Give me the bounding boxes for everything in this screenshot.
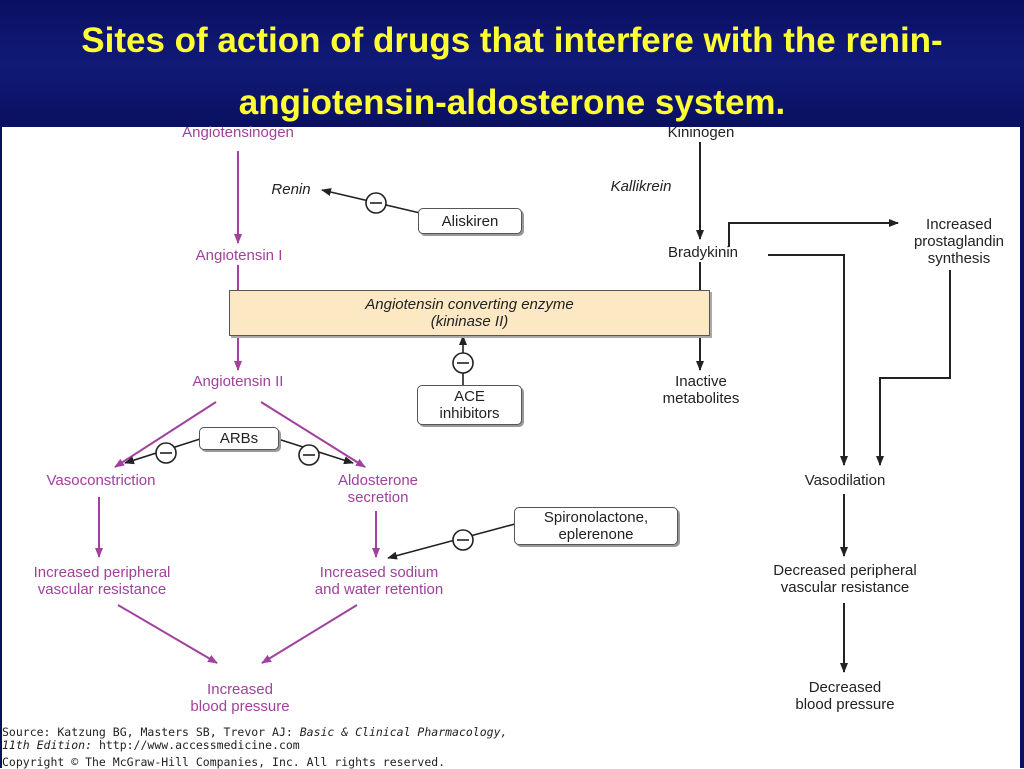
angiotensin-i-label: Angiotensin I xyxy=(195,247,283,264)
prostaglandin-label: Increased prostaglandin synthesis xyxy=(914,216,1004,267)
inhibit-spironolactone xyxy=(387,523,516,560)
incr-sodium-label: Increased sodium and water retention xyxy=(315,564,443,598)
incr-sodium-line1: Increased sodium xyxy=(319,564,439,581)
title-band xyxy=(0,0,1024,127)
kininogen-label: Kininogen xyxy=(667,124,735,141)
aldosterone-line1: Aldosterone xyxy=(337,472,419,489)
source-edition: 11th Edition: xyxy=(2,738,93,752)
spironolactone-line1: Spironolactone, xyxy=(543,509,649,526)
raas-diagram: Angiotensinogen Renin Aliskiren Angioten… xyxy=(0,124,1024,769)
source-line1: Source: Katzung BG, Masters SB, Trevor A… xyxy=(2,725,507,739)
prostaglandin-line2: prostaglandin xyxy=(913,233,1005,250)
ace-inhibitors-box: ACE inhibitors xyxy=(417,385,522,425)
decr-bp-label: Decreased blood pressure xyxy=(795,679,894,713)
incr-bp-label: Increased blood pressure xyxy=(190,681,289,715)
ace-inhibitors-line1: ACE xyxy=(454,388,485,405)
vasoconstriction-label: Vasoconstriction xyxy=(46,472,156,489)
slide-title-line1: Sites of action of drugs that interfere … xyxy=(81,21,943,60)
incr-bp-line1: Increased xyxy=(207,681,273,698)
copyright-line: Copyright © The McGraw-Hill Companies, I… xyxy=(2,755,446,769)
ace-label-line1: Angiotensin converting enzyme xyxy=(365,296,574,313)
aldosterone-line2: secretion xyxy=(347,489,409,506)
decr-periph-label: Decreased peripheral vascular resistance xyxy=(773,562,916,596)
source-line2: 11th Edition: http://www.accessmedicine.… xyxy=(2,738,300,752)
ace-enzyme-box: Angiotensin converting enzyme (kininase … xyxy=(229,290,710,336)
arrow-periph-to-incr-bp xyxy=(117,604,218,664)
arbs-label: ARBs xyxy=(219,430,259,447)
ace-inhibitors-line2: inhibitors xyxy=(439,405,500,422)
inactive-line2: metabolites xyxy=(662,390,740,407)
arrow-sodium-to-incr-bp xyxy=(261,604,358,664)
arrow-to-vasoconstriction xyxy=(114,401,217,468)
source-book: Basic & Clinical Pharmacology, xyxy=(299,725,508,739)
arrow-bradykinin-to-vasodilation xyxy=(768,254,848,466)
arrow-prostaglandin-to-vasodilation xyxy=(876,270,951,466)
decr-bp-line2: blood pressure xyxy=(795,696,895,713)
inactive-line1: Inactive xyxy=(675,373,727,390)
arrow-to-aldosterone xyxy=(260,401,366,468)
spironolactone-box: Spironolactone, eplerenone xyxy=(514,507,678,545)
decr-periph-line1: Decreased peripheral xyxy=(773,562,917,579)
incr-periph-line1: Increased peripheral xyxy=(33,564,171,581)
aliskiren-label: Aliskiren xyxy=(441,212,499,230)
prostaglandin-line1: Increased xyxy=(926,216,992,233)
decr-periph-line2: vascular resistance xyxy=(780,579,910,596)
angiotensinogen-label: Angiotensinogen xyxy=(182,124,294,141)
incr-periph-label: Increased peripheral vascular resistance xyxy=(34,564,171,598)
arrow-bradykinin-to-prostaglandin xyxy=(728,219,899,247)
left-border xyxy=(0,127,2,768)
aliskiren-box: Aliskiren xyxy=(418,208,522,234)
aldosterone-label: Aldosterone secretion xyxy=(338,472,418,506)
bradykinin-label: Bradykinin xyxy=(667,244,739,261)
angiotensin-ii-label: Angiotensin II xyxy=(192,373,284,390)
slide-title-line2: angiotensin-aldosterone system. xyxy=(238,83,786,122)
right-border xyxy=(1020,127,1024,768)
arbs-box: ARBs xyxy=(199,427,279,450)
incr-periph-line2: vascular resistance xyxy=(37,581,167,598)
renin-label: Renin xyxy=(271,181,311,198)
inactive-metabolites-label: Inactive metabolites xyxy=(663,373,740,407)
incr-bp-line2: blood pressure xyxy=(190,698,290,715)
incr-sodium-line2: and water retention xyxy=(314,581,444,598)
ace-label-line2: (kininase II) xyxy=(430,313,509,330)
source-prefix: Source: Katzung BG, Masters SB, Trevor A… xyxy=(2,725,300,739)
prostaglandin-line3: synthesis xyxy=(927,250,991,267)
kallikrein-label: Kallikrein xyxy=(610,178,672,195)
diagram-arrows xyxy=(95,142,951,673)
slide-title: Sites of action of drugs that interfere … xyxy=(0,10,1024,134)
spironolactone-line2: eplerenone xyxy=(558,526,634,543)
decr-bp-line1: Decreased xyxy=(808,679,882,696)
source-url: http://www.accessmedicine.com xyxy=(92,738,300,752)
vasodilation-label: Vasodilation xyxy=(804,472,886,489)
